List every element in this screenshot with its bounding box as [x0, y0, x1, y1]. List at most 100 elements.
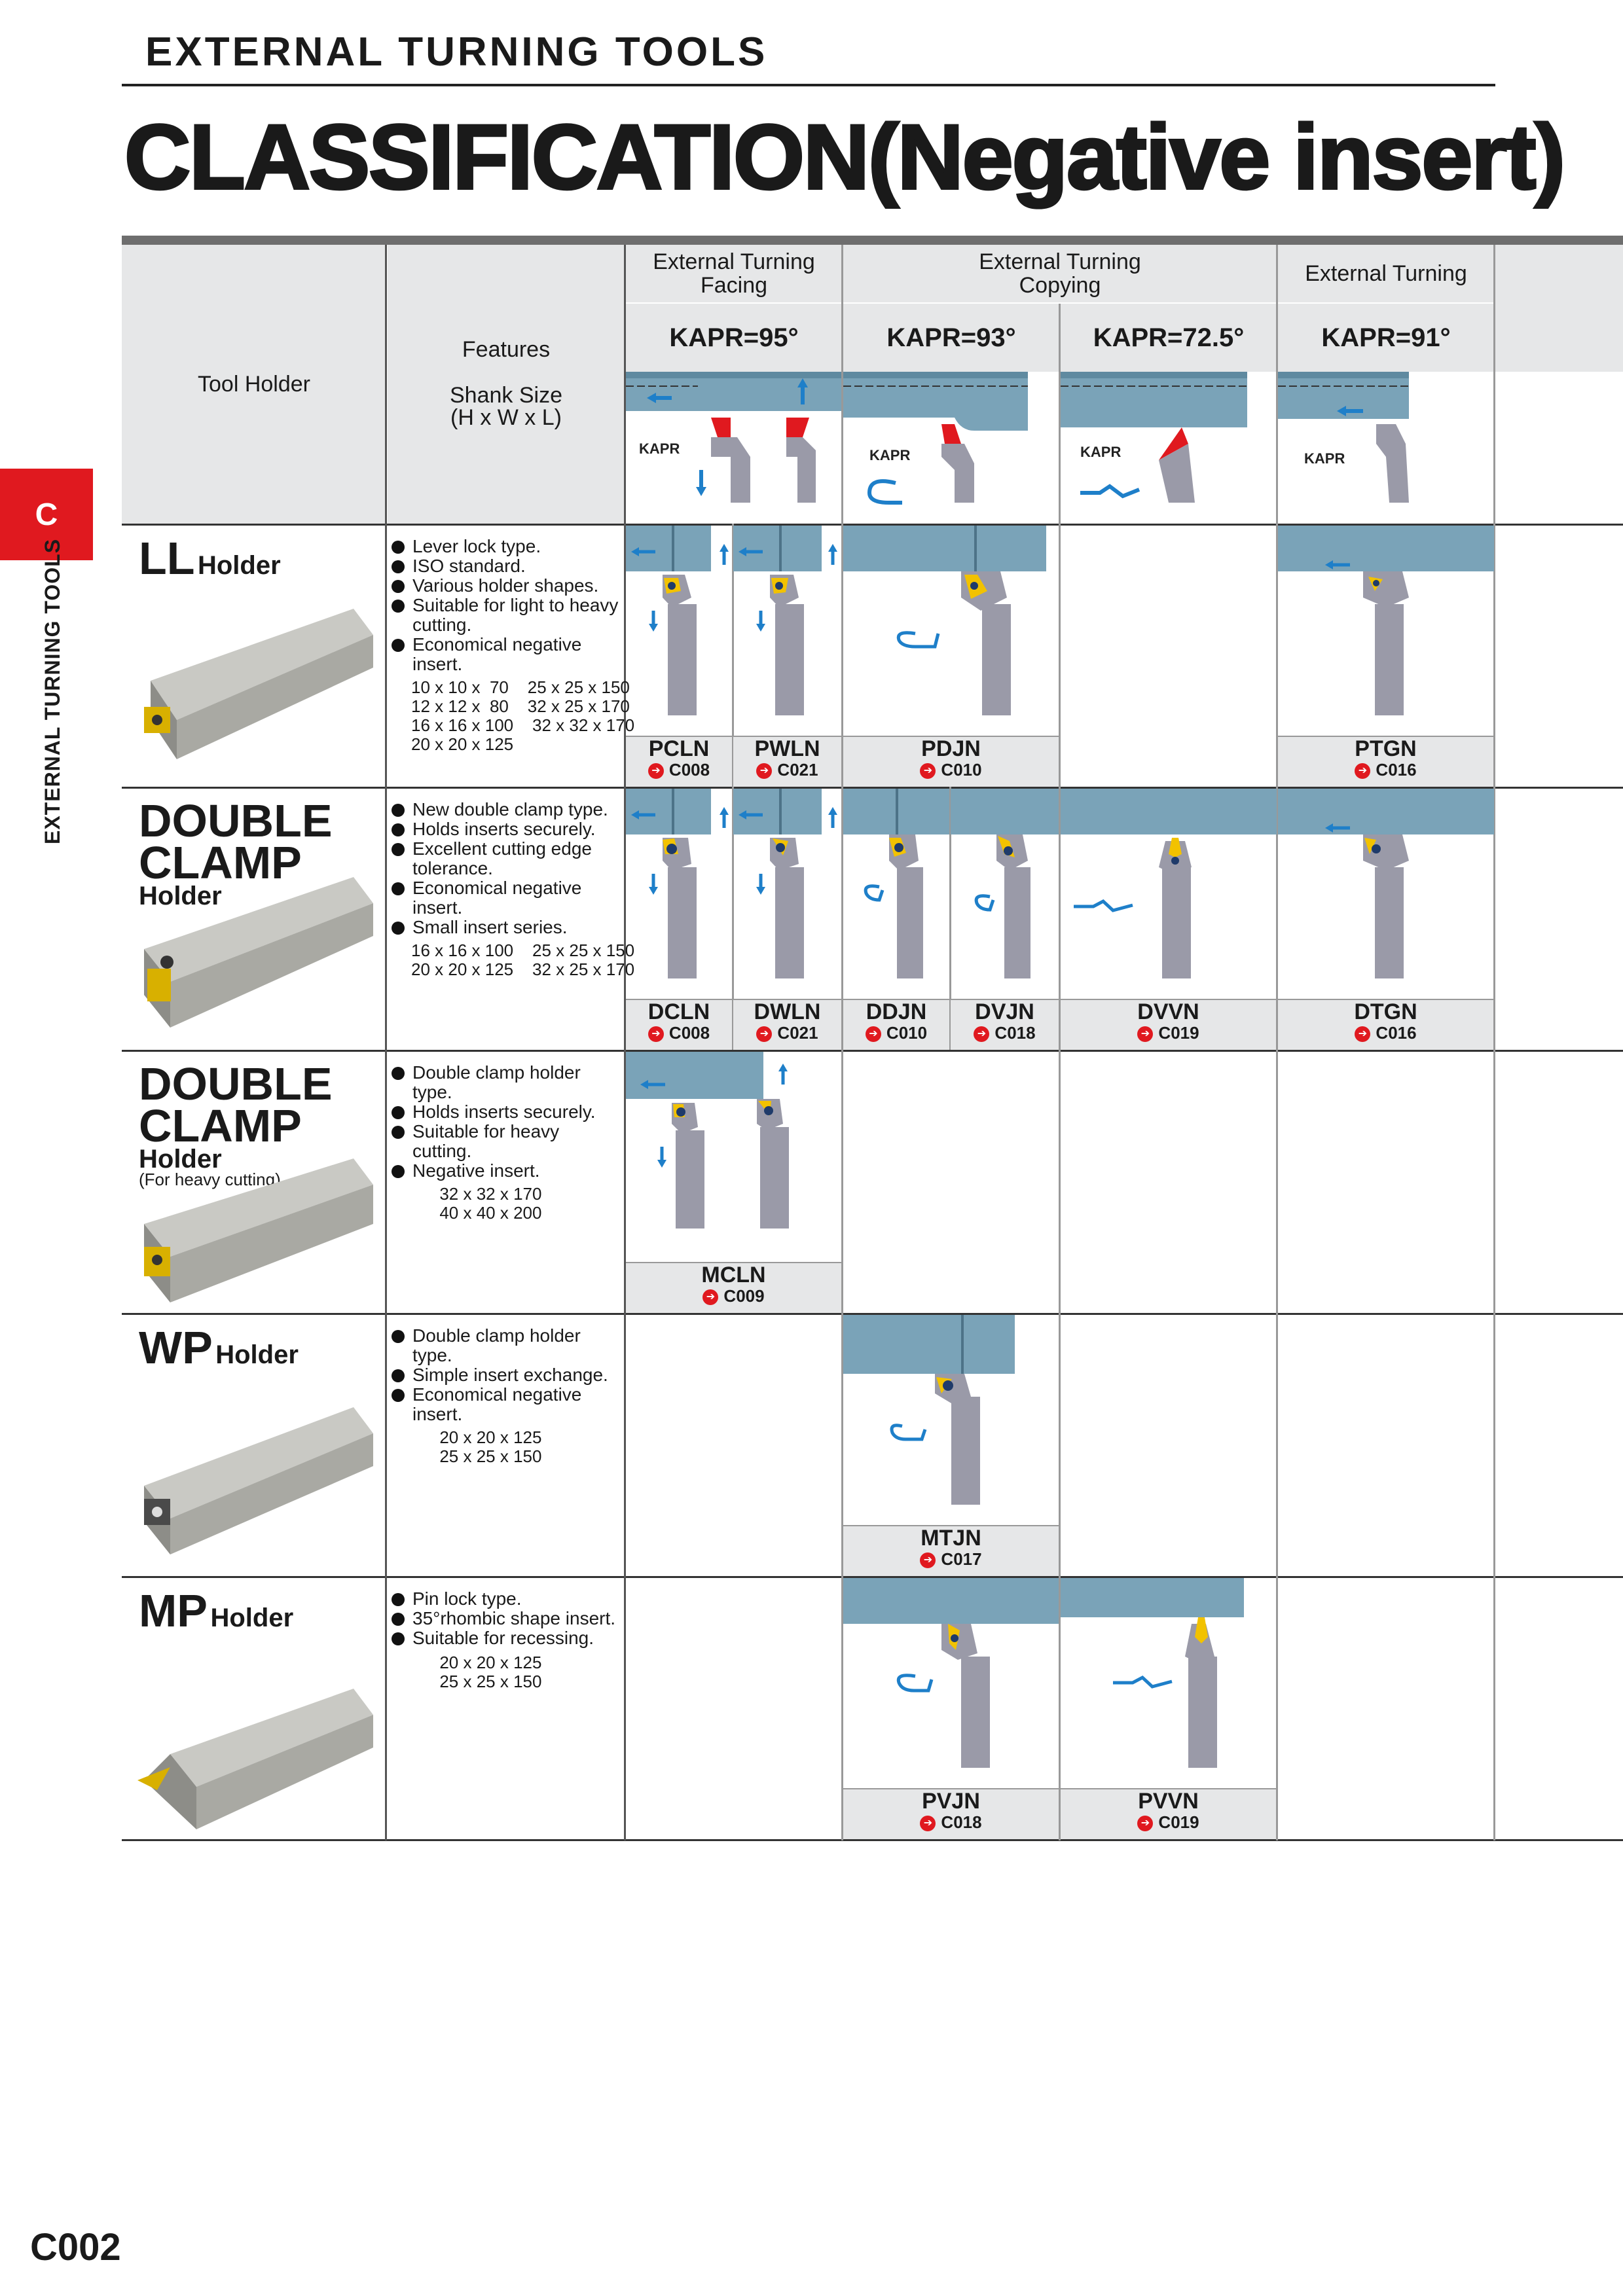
code-ddjn[interactable]: DDJNC010 — [843, 999, 949, 1050]
row-divider — [122, 524, 1623, 526]
feature-item: Economical negative insert. — [392, 878, 621, 918]
pcln-diagram — [626, 526, 729, 715]
ll-holder-image — [144, 609, 373, 759]
features-list-double-clamp: New double clamp type. Holds inserts sec… — [392, 800, 621, 937]
holder-name-note: (For heavy cutting) — [139, 1170, 281, 1189]
holder-name-big: LL — [139, 533, 195, 584]
ddjn-diagram — [843, 789, 949, 978]
feature-item: Negative insert. — [392, 1161, 621, 1181]
code-ref[interactable]: C008 — [626, 1024, 732, 1042]
code-ref[interactable]: C016 — [1278, 761, 1493, 779]
col-divider — [385, 245, 387, 1840]
holder-name-big: WP — [139, 1322, 213, 1373]
group-copying: External Turning Copying — [843, 245, 1277, 302]
code-name: PWLN — [754, 736, 820, 761]
code-ref[interactable]: C016 — [1278, 1024, 1493, 1042]
code-name: DVJN — [975, 999, 1034, 1024]
shank-sizes-double-clamp: 16 x 16 x 100 25 x 25 x 150 20 x 20 x 12… — [411, 941, 635, 979]
feature-item: ISO standard. — [392, 556, 621, 576]
col-divider — [1059, 304, 1061, 1840]
holder-name-ll: LL Holder — [139, 535, 281, 581]
sub-divider — [949, 787, 951, 1050]
section-tab[interactable]: C — [0, 469, 93, 560]
dvvn-diagram — [1061, 789, 1277, 978]
features-list-mp: Pin lock type. 35°rhombic shape insert. … — [392, 1589, 621, 1648]
features-list-ll: Lever lock type. ISO standard. Various h… — [392, 537, 621, 674]
kapr-diagram-95: KAPR — [626, 372, 842, 503]
code-ref[interactable]: C010 — [843, 761, 1059, 779]
mcln-diagram — [626, 1052, 789, 1229]
double-clamp-heavy-holder-image — [144, 1158, 373, 1302]
header-rule — [122, 84, 1495, 86]
kapr-diagram-72-5: KAPR — [1061, 372, 1247, 503]
code-name: PTGN — [1355, 736, 1417, 761]
mtjn-diagram — [843, 1315, 1015, 1505]
code-pwln[interactable]: PWLNC021 — [733, 736, 841, 787]
feature-item: Lever lock type. — [392, 537, 621, 556]
col-divider — [624, 245, 626, 1840]
feature-item: Simple insert exchange. — [392, 1365, 621, 1385]
header-filler — [1495, 245, 1623, 372]
code-ref[interactable]: C019 — [1061, 1024, 1276, 1042]
kapr-label: KAPR — [1080, 444, 1121, 460]
code-ref[interactable]: C019 — [1061, 1813, 1276, 1831]
mp-holder-image — [137, 1689, 373, 1829]
page-number: C002 — [30, 2226, 121, 2269]
row-divider — [122, 1576, 1623, 1578]
code-pvvn[interactable]: PVVNC019 — [1061, 1788, 1276, 1839]
group-turning: External Turning — [1278, 245, 1494, 302]
shank-sizes-double-clamp-heavy: 32 x 32 x 170 40 x 40 x 200 — [439, 1184, 542, 1223]
code-name: PVJN — [922, 1789, 980, 1814]
code-name: MCLN — [701, 1263, 766, 1287]
code-name: MTJN — [921, 1526, 981, 1551]
code-ref[interactable]: C008 — [626, 761, 732, 779]
code-ref[interactable]: C021 — [733, 761, 841, 779]
code-pdjn[interactable]: PDJNC010 — [843, 736, 1059, 787]
feature-item: Economical negative insert. — [392, 635, 621, 674]
code-mcln[interactable]: MCLNC009 — [626, 1262, 841, 1313]
dcln-diagram — [626, 789, 729, 978]
code-ref[interactable]: C018 — [951, 1024, 1059, 1042]
code-name: PVVN — [1138, 1789, 1199, 1814]
holder-name-big: MP — [139, 1585, 208, 1636]
pdjn-diagram — [843, 526, 1046, 715]
code-pcln[interactable]: PCLNC008 — [626, 736, 732, 787]
code-ref[interactable]: C017 — [843, 1550, 1059, 1568]
code-name: DTGN — [1354, 999, 1417, 1024]
code-ref[interactable]: C010 — [843, 1024, 949, 1042]
features-label: Features — [462, 337, 551, 362]
holder-name-big: DOUBLE CLAMP — [139, 1058, 333, 1151]
code-name: DWLN — [754, 999, 821, 1024]
shank-sizes-ll: 10 x 10 x 70 25 x 25 x 150 12 x 12 x 80 … — [411, 677, 635, 754]
section-header: EXTERNAL TURNING TOOLS — [145, 29, 768, 75]
dtgn-diagram — [1278, 789, 1494, 978]
sub-divider — [732, 787, 734, 1050]
holder-name-sub: Holder — [139, 882, 222, 910]
code-mtjn[interactable]: MTJNC017 — [843, 1525, 1059, 1576]
code-dcln[interactable]: DCLNC008 — [626, 999, 732, 1050]
holder-name-big: DOUBLE CLAMP — [139, 795, 333, 888]
wp-holder-image — [144, 1407, 373, 1554]
code-name: DDJN — [866, 999, 927, 1024]
feature-item: New double clamp type. — [392, 800, 621, 819]
code-dvjn[interactable]: DVJNC018 — [951, 999, 1059, 1050]
code-ref[interactable]: C021 — [733, 1024, 841, 1042]
code-dtgn[interactable]: DTGNC016 — [1278, 999, 1493, 1050]
holder-name-wp: WP Holder — [139, 1325, 299, 1371]
feature-item: Suitable for recessing. — [392, 1628, 621, 1648]
code-name: DVVN — [1137, 999, 1199, 1024]
features-header: Features Shank Size (H x W x L) — [388, 245, 625, 524]
pwln-diagram — [733, 526, 837, 715]
code-dvvn[interactable]: DVVNC019 — [1061, 999, 1276, 1050]
kapr-label: KAPR — [1304, 450, 1345, 467]
holder-name-mp: MP Holder — [139, 1588, 293, 1634]
col-divider — [841, 245, 843, 1840]
code-ref[interactable]: C009 — [626, 1287, 841, 1305]
code-ptgn[interactable]: PTGNC016 — [1278, 736, 1493, 787]
sub-divider — [732, 524, 734, 787]
code-pvjn[interactable]: PVJNC018 — [843, 1788, 1059, 1839]
pvjn-diagram — [843, 1578, 1059, 1768]
code-dwln[interactable]: DWLNC021 — [733, 999, 841, 1050]
feature-item: Holds inserts securely. — [392, 819, 621, 839]
code-ref[interactable]: C018 — [843, 1813, 1059, 1831]
